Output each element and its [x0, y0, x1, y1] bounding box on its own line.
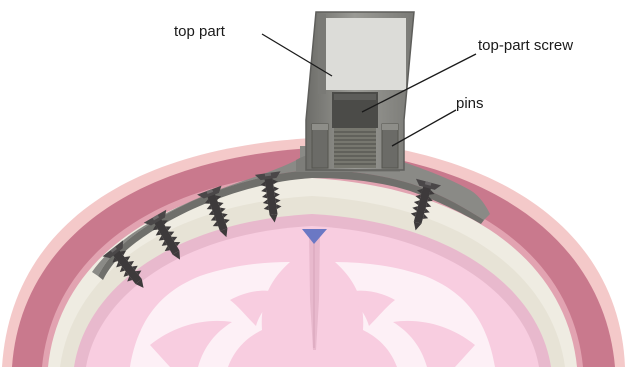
pin-right-cap — [382, 124, 398, 130]
top-part-screw-highlight — [334, 94, 376, 100]
pin-right — [382, 124, 398, 168]
top-part-fins — [318, 14, 406, 94]
pin-left-cap — [312, 124, 328, 130]
pin-left — [312, 124, 328, 168]
label-top-part: top part — [174, 23, 226, 40]
threaded-shaft — [334, 128, 376, 168]
label-pins: pins — [456, 95, 484, 112]
label-top-part-screw: top-part screw — [478, 37, 573, 54]
